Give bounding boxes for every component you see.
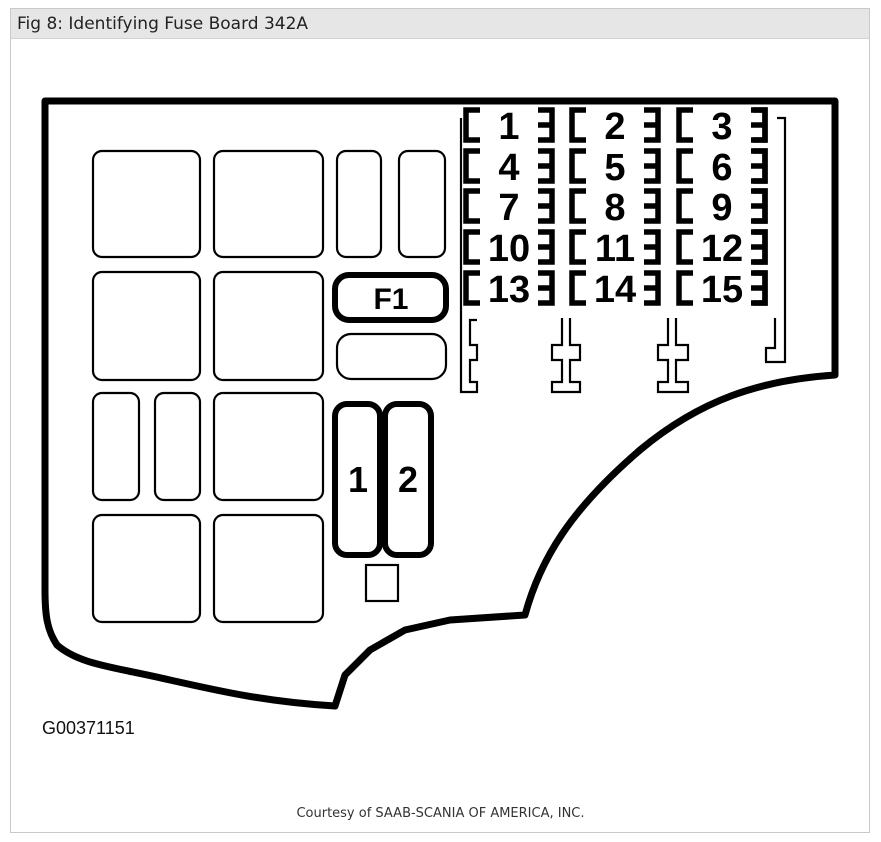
relay-socket xyxy=(212,513,325,624)
fuse-number-13: 13 xyxy=(488,269,530,311)
courtesy-credit: Courtesy of SAAB-SCANIA OF AMERICA, INC. xyxy=(296,806,585,821)
relay-socket xyxy=(335,149,383,259)
fuse-slot-left-bracket xyxy=(569,229,586,265)
fuse-slot-left-bracket xyxy=(676,107,693,143)
fuse-number-7: 7 xyxy=(498,187,519,229)
fuse-number-2: 2 xyxy=(604,106,625,148)
fuse-number-9: 9 xyxy=(711,187,732,229)
fuse-number-1: 1 xyxy=(498,106,519,148)
fuse-slot-left-bracket xyxy=(463,148,480,184)
figure-title: Fig 8: Identifying Fuse Board 342A xyxy=(17,14,309,34)
relay-socket xyxy=(91,149,202,259)
maxi-fuse-2-body xyxy=(382,401,434,558)
f1-label: F1 xyxy=(373,283,408,316)
relay-socket xyxy=(91,391,141,502)
figure-frame: Fig 8: Identifying Fuse Board 342A xyxy=(10,8,870,833)
relay-socket xyxy=(212,270,325,382)
f1-fuse-body xyxy=(332,272,449,323)
fuse-slot-left-bracket xyxy=(569,148,586,184)
relay-socket xyxy=(212,149,325,259)
relay-socket xyxy=(153,391,202,502)
fuse-number-6: 6 xyxy=(711,147,732,189)
fuse-block-rail xyxy=(656,318,690,394)
fuse-slot-left-bracket xyxy=(569,188,586,224)
fuse-block-rail xyxy=(459,118,479,394)
relay-socket xyxy=(212,391,325,502)
relay-socket xyxy=(397,149,447,259)
maxi-fuse-2-label: 2 xyxy=(398,459,418,500)
fuse-number-3: 3 xyxy=(711,106,732,148)
fuse-slot-left-bracket xyxy=(569,270,586,306)
maxi-fuse-1-body xyxy=(332,401,383,558)
fuse-slot-left-bracket xyxy=(676,148,693,184)
relay-socket xyxy=(335,332,448,381)
fuse-slot-left-bracket xyxy=(463,229,480,265)
relay-socket xyxy=(91,513,202,624)
fuse-block-rail xyxy=(764,116,787,364)
fuse-number-10: 10 xyxy=(488,228,530,270)
fuse-slot-left-bracket xyxy=(676,229,693,265)
fuse-number-5: 5 xyxy=(604,147,625,189)
fuse-number-14: 14 xyxy=(594,269,636,311)
fuse-slot-outer-bracket xyxy=(753,229,768,265)
fuse-number-15: 15 xyxy=(701,269,743,311)
figure-title-bar: Fig 8: Identifying Fuse Board 342A xyxy=(11,9,869,39)
fuse-slot-left-bracket xyxy=(463,270,480,306)
fuse-slot-left-bracket xyxy=(463,188,480,224)
fuse-number-8: 8 xyxy=(604,187,625,229)
small-socket xyxy=(364,563,400,603)
fuse-slot-outer-bracket xyxy=(753,148,768,184)
fuse-block-rail xyxy=(550,318,582,394)
image-code: G00371151 xyxy=(42,718,135,738)
fuse-slot-left-bracket xyxy=(463,107,480,143)
fuse-number-4: 4 xyxy=(498,147,519,189)
fuse-slot-left-bracket xyxy=(676,270,693,306)
fuse-number-11: 11 xyxy=(595,228,635,270)
board-outline xyxy=(41,97,839,710)
fuse-number-12: 12 xyxy=(701,228,743,270)
maxi-fuse-1-label: 1 xyxy=(348,459,368,500)
fuse-slot-left-bracket xyxy=(676,188,693,224)
fuse-slot-outer-bracket xyxy=(753,188,768,224)
fuse-slot-outer-bracket xyxy=(753,270,768,306)
fuse-slot-outer-bracket xyxy=(753,107,768,143)
relay-socket xyxy=(91,270,202,382)
fuse-slot-left-bracket xyxy=(569,107,586,143)
